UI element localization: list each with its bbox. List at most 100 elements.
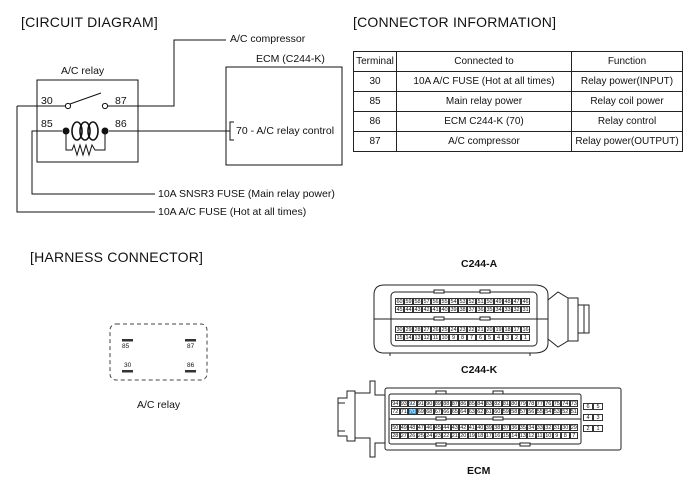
c244a-pin: 56 [431,298,440,305]
relay-connector-outline [109,323,208,381]
c244a-pin: 35 [485,306,494,313]
c244k-pin: 15 [501,432,510,439]
c244k-pin: 84 [476,400,485,407]
c244k-pin: 85 [467,400,476,407]
wire-pin30 [16,106,155,213]
table-header-row: Terminal Connected to Function [353,51,683,72]
c244a-pin: 13 [413,334,422,341]
c244k-pin: 24 [425,432,434,439]
c244k-pin: 57 [518,408,527,415]
c244k-pin: 82 [493,400,502,407]
c244a-connector-body [373,284,590,356]
relay-pin-30-label: 30 [41,95,53,107]
c244a-pin: 23 [458,326,467,333]
c244k-pin: 25 [416,432,425,439]
table-cell: Relay power(INPUT) [571,71,683,92]
c244k-pin: 75 [552,400,561,407]
c244a-pin: 27 [422,326,431,333]
c244k-pin: 45 [433,424,442,431]
c244a-pin: 2 [512,334,521,341]
ecm-box [225,66,343,166]
c244a-pin: 24 [449,326,458,333]
c244k-pin: 29 [569,424,578,431]
table-cell: 30 [353,71,397,92]
relay-label: A/C relay [61,65,105,77]
c244k-pin: 73 [569,400,578,407]
c244k-pin: 20 [459,432,468,439]
c244k-pin: 76 [544,400,553,407]
c244k-pin: 90 [425,400,434,407]
c244a-pin: 48 [503,298,512,305]
c244k-pin: 47 [416,424,425,431]
c244k-pin: 32 [544,424,553,431]
ecm-label: ECM (C244-K) [256,53,325,65]
table-cell: ECM C244-K (70) [396,111,572,132]
table-cell: Relay power(OUTPUT) [571,131,683,152]
table-cell: Relay coil power [571,91,683,112]
c244a-pin: 43 [413,306,422,313]
c244a-pin: 14 [404,334,413,341]
c244a-pin: 60 [395,298,404,305]
c244k-pin: 13 [518,432,527,439]
c244a-pin: 26 [431,326,440,333]
c244k-pin: 63 [467,408,476,415]
wire-pin85 [31,130,155,195]
c244a-pin: 55 [440,298,449,305]
circuit-diagram-title: [CIRCUIT DIAGRAM] [21,14,158,30]
table-cell: 85 [353,91,397,112]
c244a-pin: 42 [422,306,431,313]
c244k-pin: 43 [450,424,459,431]
relay-pin-87-label: 87 [115,95,127,107]
c244k-pin: 64 [459,408,468,415]
table-cell: 87 [353,131,397,152]
c244a-pin: 22 [467,326,476,333]
relay-pin-86-slot [185,370,196,373]
c244k-pin: 10 [544,432,553,439]
relay-pin-30-slot [122,370,133,373]
table-header: Terminal [353,51,397,72]
connector-info-title: [CONNECTOR INFORMATION] [353,14,557,30]
c244a-pin: 3 [503,334,512,341]
c244k-pin: 51 [569,408,578,415]
c244a-pin: 32 [512,306,521,313]
table-cell: 86 [353,111,397,132]
ecm-pin-label: 70 - A/C relay control [236,125,335,137]
c244k-pin: 86 [459,400,468,407]
c244a-pin: 20 [485,326,494,333]
c244a-pin: 8 [458,334,467,341]
c244k-pin: 37 [501,424,510,431]
relay-contact-87 [101,102,109,110]
c244a-pin: 38 [458,306,467,313]
c244k-label: C244-K [461,364,498,376]
c244a-pin: 5 [485,334,494,341]
c244a-pin: 17 [512,326,521,333]
c244k-pin: 52 [561,408,570,415]
table-row: 87 A/C compressor Relay power(OUTPUT) [353,131,683,152]
relay-resistor [65,131,106,157]
c244k-pin: 31 [552,424,561,431]
c244k-pin: 80 [510,400,519,407]
c244k-pin: 7 [569,432,578,439]
relay-contact-30 [64,102,72,110]
c244k-pin: 9 [552,432,561,439]
c244k-pin: 30 [561,424,570,431]
harness-connector-title: [HARNESS CONNECTOR] [30,249,204,265]
table-cell: A/C compressor [396,131,572,152]
c244a-pin: 53 [458,298,467,305]
c244a-pin: 49 [494,298,503,305]
ecm-connector-label: ECM [467,465,491,477]
c244a-pin: 39 [449,306,458,313]
c244a-pin: 9 [449,334,458,341]
connector-info-table: Terminal Connected to Function 30 10A A/… [353,51,683,152]
c244k-pin: 33 [535,424,544,431]
c244a-pin: 15 [395,334,404,341]
c244a-pin: 54 [449,298,458,305]
c244k-pin: 17 [484,432,493,439]
c244k-pin: 56 [527,408,536,415]
c244a-pin: 47 [512,298,521,305]
